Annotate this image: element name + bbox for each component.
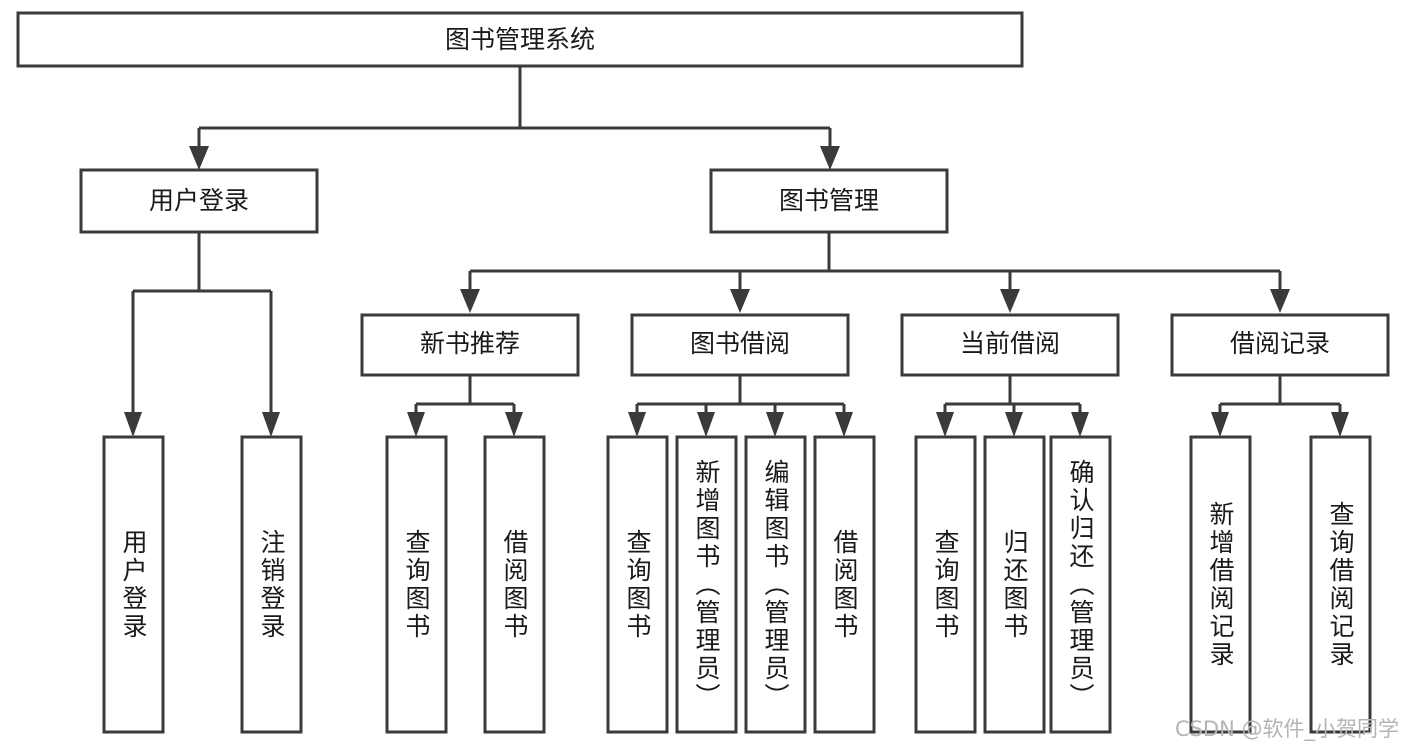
node-book-management-label: 图书管理 bbox=[779, 186, 879, 215]
leaf-borrow-book-1-box[interactable] bbox=[483, 435, 546, 734]
node-book-borrow-box[interactable] bbox=[630, 313, 850, 377]
arrowhead-leaf-query-book-3-icon bbox=[936, 412, 954, 437]
leaf-borrow-book-2-box[interactable] bbox=[813, 435, 876, 734]
csdn-watermark: CSDN @软件_小贺同学 bbox=[1174, 717, 1399, 741]
arrowhead-leaf-edit-book-admin-icon bbox=[766, 412, 784, 437]
arrowhead-new-book-recommend-icon bbox=[460, 289, 480, 313]
arrowhead-leaf-query-borrow-record-icon bbox=[1331, 412, 1349, 437]
leaf-add-book-admin-box[interactable] bbox=[675, 435, 738, 734]
arrowhead-leaf-query-book-1-icon bbox=[407, 412, 425, 437]
arrowhead-leaf-logout-login-icon bbox=[262, 412, 280, 437]
node-book-management-box[interactable] bbox=[709, 168, 949, 234]
arrowhead-book-management-icon bbox=[820, 146, 840, 170]
arrowhead-leaf-return-book-icon bbox=[1005, 412, 1023, 437]
leaf-query-borrow-record-box[interactable] bbox=[1309, 435, 1372, 734]
leaf-add-borrow-record-box[interactable] bbox=[1189, 435, 1252, 734]
arrowhead-leaf-borrow-book-1-icon bbox=[505, 412, 523, 437]
node-book-borrow-label: 图书借阅 bbox=[690, 329, 790, 358]
leaf-return-book-box[interactable] bbox=[983, 435, 1046, 734]
arrowhead-borrow-record-icon bbox=[1270, 289, 1290, 313]
node-current-borrow-label: 当前借阅 bbox=[960, 329, 1060, 358]
leaf-query-book-1-box[interactable] bbox=[385, 435, 448, 734]
leaf-edit-book-admin-box[interactable] bbox=[744, 435, 807, 734]
arrowhead-current-borrow-icon bbox=[1000, 289, 1020, 313]
leaf-logout-login-box[interactable] bbox=[240, 435, 303, 734]
node-borrow-record-label: 借阅记录 bbox=[1230, 329, 1330, 358]
arrowhead-user-login-icon bbox=[189, 146, 209, 170]
node-root-label: 图书管理系统 bbox=[445, 25, 595, 54]
node-new-book-recommend-box[interactable] bbox=[360, 313, 580, 377]
arrowhead-leaf-query-book-2-icon bbox=[628, 412, 646, 437]
arrowhead-leaf-user-login-icon bbox=[124, 412, 142, 437]
arrowhead-leaf-confirm-return-admin-icon bbox=[1071, 412, 1089, 437]
arrowhead-leaf-add-book-admin-icon bbox=[697, 412, 715, 437]
node-borrow-record-box[interactable] bbox=[1170, 313, 1390, 377]
leaf-query-book-3-box[interactable] bbox=[914, 435, 977, 734]
node-current-borrow-box[interactable] bbox=[900, 313, 1120, 377]
node-user-login-label: 用户登录 bbox=[149, 186, 249, 215]
node-root-box[interactable] bbox=[16, 11, 1024, 68]
leaf-query-book-2-box[interactable] bbox=[606, 435, 669, 734]
arrowhead-book-borrow-icon bbox=[730, 289, 750, 313]
node-new-book-recommend-label: 新书推荐 bbox=[420, 329, 520, 358]
leaf-user-login-box[interactable] bbox=[102, 435, 165, 734]
arrowhead-leaf-add-borrow-record-icon bbox=[1211, 412, 1229, 437]
leaf-confirm-return-admin-box[interactable] bbox=[1049, 435, 1112, 734]
arrowhead-leaf-borrow-book-2-icon bbox=[835, 412, 853, 437]
